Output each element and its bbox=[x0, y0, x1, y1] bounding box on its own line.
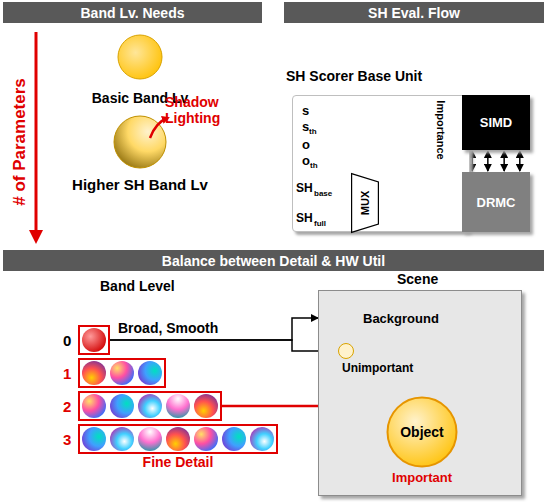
header-bar: Band Lv. Needs bbox=[3, 2, 262, 23]
node-text: Band Lv. Needs bbox=[81, 5, 185, 21]
label-text: o bbox=[302, 153, 310, 168]
header-bar: SH Eval. Flow bbox=[284, 2, 544, 23]
scene-box: SceneBackgroundUnimportantObjectImportan… bbox=[318, 290, 522, 496]
label-text: o bbox=[302, 137, 310, 152]
label-text: th bbox=[310, 161, 318, 170]
label-text: SH bbox=[296, 181, 313, 195]
label-text: Shadow Lighting bbox=[165, 94, 239, 126]
mux-trapezoid: MUX bbox=[351, 173, 379, 233]
edge-label: Broad, Smooth bbox=[118, 320, 218, 336]
drmc-block: DRMC bbox=[462, 172, 530, 232]
sh-sphere-row bbox=[80, 426, 276, 452]
sh-sphere-row bbox=[80, 360, 164, 386]
connector bbox=[487, 151, 489, 171]
node-text: Balance between Detail & HW Util bbox=[162, 253, 385, 269]
band-box: 1 bbox=[78, 358, 166, 388]
node-text: 1 bbox=[63, 365, 71, 382]
label-text: full bbox=[314, 219, 326, 228]
label-text: # of Parameters bbox=[10, 78, 30, 206]
sh-sphere-row bbox=[80, 393, 220, 419]
label-text: SH bbox=[296, 211, 313, 225]
connector bbox=[503, 151, 505, 171]
node-text: Unimportant bbox=[342, 361, 413, 375]
node-text: Object bbox=[400, 424, 444, 440]
node-text: DRMC bbox=[477, 195, 516, 210]
unimportant-object: Unimportant bbox=[338, 343, 430, 379]
node-text: Important bbox=[392, 470, 452, 485]
band-box: 2 bbox=[78, 391, 222, 421]
node-text: MUX bbox=[359, 191, 371, 215]
connector bbox=[110, 318, 318, 340]
label-text: base bbox=[314, 189, 332, 198]
node-text: 3 bbox=[63, 431, 71, 448]
param-arrow bbox=[29, 32, 43, 244]
important-object: ObjectImportant bbox=[386, 396, 458, 468]
node-text: 0 bbox=[63, 332, 71, 349]
band-box: 3Fine Detail bbox=[78, 424, 278, 454]
connector bbox=[519, 151, 521, 171]
label-text: Band Level bbox=[100, 278, 175, 294]
basic-sphere bbox=[118, 35, 162, 79]
node-text: SH Scorer Base Unit bbox=[286, 68, 422, 84]
connector bbox=[110, 340, 338, 351]
node-text: 2 bbox=[63, 398, 71, 415]
node-text: Background bbox=[363, 311, 439, 326]
header-bar: Balance between Detail & HW Util bbox=[3, 250, 544, 271]
band-box: 0 bbox=[78, 325, 110, 355]
node-text: SH Eval. Flow bbox=[368, 5, 460, 21]
sh-sphere-row bbox=[80, 327, 108, 353]
connector bbox=[471, 151, 473, 171]
label-text: Higher SH Band Lv bbox=[72, 176, 208, 193]
label-text: Importance bbox=[435, 100, 447, 159]
node-text: Scene bbox=[397, 271, 438, 287]
label-text: th bbox=[309, 127, 317, 136]
node-text: Fine Detail bbox=[80, 454, 276, 470]
label-text: s bbox=[302, 119, 309, 134]
simd-block: SIMD bbox=[462, 95, 530, 150]
node-text: SIMD bbox=[480, 115, 513, 130]
label-text: s bbox=[302, 103, 309, 118]
